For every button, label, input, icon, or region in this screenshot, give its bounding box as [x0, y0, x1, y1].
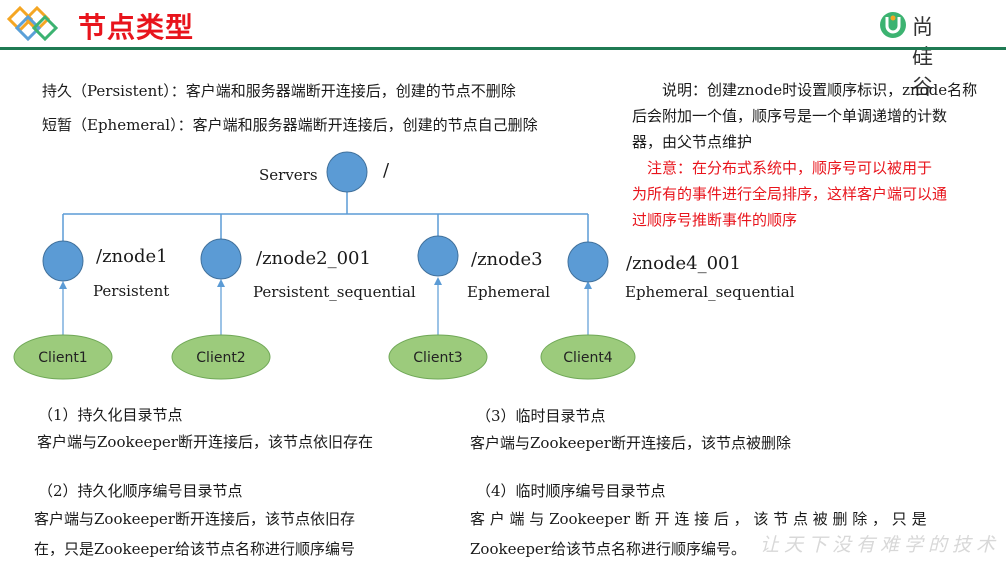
root-label: Servers: [259, 166, 318, 184]
znode-circle: [200, 238, 242, 280]
client-ellipse: [388, 334, 488, 380]
client-label: Client2: [196, 350, 245, 366]
root-path: /: [383, 160, 390, 181]
section-body: 客户端与Zookeeper断开连接后，该节点依旧存在: [37, 433, 373, 451]
note-line: 后会附加一个值，顺序号是一个单调递增的计数: [632, 107, 948, 125]
client-label: Client4: [563, 350, 613, 366]
watermark-slogan: 让天下没有难学的技术: [760, 534, 1001, 556]
client-label: Client1: [38, 350, 87, 366]
znode-type: Persistent: [93, 282, 170, 300]
logo-diamonds-icon: [6, 5, 58, 42]
root-node: [326, 151, 368, 193]
section-body: 在，只是Zookeeper给该节点名称进行顺序编号: [34, 540, 355, 558]
znode-type: Ephemeral_sequential: [625, 283, 795, 301]
section-title: （4）临时顺序编号目录节点: [476, 482, 666, 500]
znode-path: /znode4_001: [626, 253, 741, 274]
section-title: （2）持久化顺序编号目录节点: [38, 482, 243, 500]
client-arrows: [59, 277, 592, 336]
note-warning-line: 注意：在分布式系统中，顺序号可以被用于: [647, 159, 933, 177]
znode-circle: [567, 241, 609, 283]
header: 节点类型 尚硅谷: [0, 0, 1006, 99]
znode-type: Ephemeral: [467, 283, 551, 301]
client-label: Client3: [413, 350, 462, 366]
tree-connectors: [62, 192, 589, 242]
note-line: 说明：创建znode时设置顺序标识，znode名称: [662, 81, 978, 99]
znode-circle: [417, 235, 459, 277]
note-block: 说明：创建znode时设置顺序标识，znode名称 后会附加一个值，顺序号是一个…: [632, 77, 998, 233]
znode-path: /znode1: [96, 246, 168, 267]
section-body: 客户端与Zookeeper断开连接后，该节点被删除: [470, 434, 791, 452]
section-body: 客 户 端 与 Zookeeper 断 开 连 接 后 ， 该 节 点 被 删 …: [470, 510, 927, 528]
note-warning-line: 为所有的事件进行全局排序，这样客户端可以通: [632, 185, 948, 203]
brand-u-icon: [880, 12, 906, 38]
definition-persistent: 持久（Persistent）：客户端和服务器端断开连接后，创建的节点不删除: [42, 82, 516, 100]
znode-tree-diagram: Client1 Client2 Client3 Client4: [13, 151, 636, 380]
znode-path: /znode3: [471, 249, 543, 270]
section-body: Zookeeper给该节点名称进行顺序编号。: [470, 540, 746, 558]
note-warning-line: 过顺序号推断事件的顺序: [632, 211, 798, 229]
definition-ephemeral: 短暂（Ephemeral）：客户端和服务器端断开连接后，创建的节点自己删除: [42, 116, 538, 134]
znode-path: /znode2_001: [256, 248, 371, 269]
brand-name: 尚硅谷: [912, 15, 934, 99]
header-divider: [0, 47, 1006, 50]
client-ellipse: [13, 334, 113, 380]
client-ellipse: [540, 334, 636, 380]
section-title: （1）持久化目录节点: [38, 406, 183, 424]
section-body: 客户端与Zookeeper断开连接后，该节点依旧存: [34, 510, 355, 528]
znode-type: Persistent_sequential: [253, 283, 416, 301]
section-title: （3）临时目录节点: [476, 407, 606, 425]
note-line: 器，由父节点维护: [632, 133, 753, 151]
znode-circle: [42, 240, 84, 282]
page-title: 节点类型: [78, 11, 195, 44]
client-ellipse: [171, 334, 271, 380]
